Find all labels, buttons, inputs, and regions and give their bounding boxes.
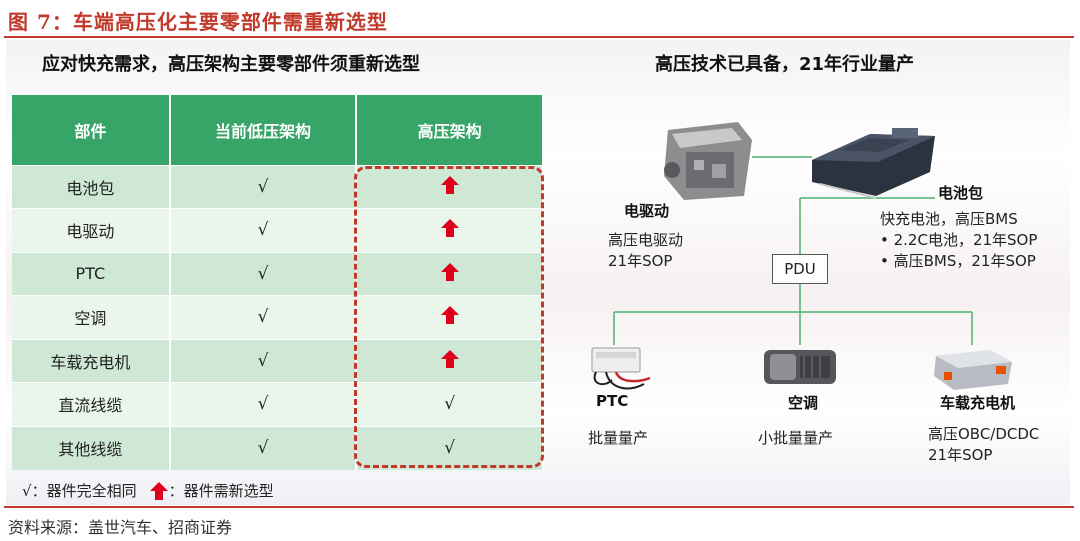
right-heading: 高压技术已具备，21年行业量产 [655, 54, 915, 75]
high-voltage-cell [356, 338, 544, 383]
legend: √ ：器件完全相同 ：器件需新选型 [22, 480, 274, 501]
table-row: 直流线缆√√ [12, 382, 544, 426]
obc-detail-line: 21年SOP [928, 446, 993, 464]
ac-details: 小批量量产 [758, 428, 833, 449]
low-voltage-cell: √ [169, 208, 358, 252]
part-name-cell: 其他线缆 [12, 425, 171, 470]
high-voltage-cell [356, 208, 544, 252]
connector-lines [613, 156, 973, 345]
part-name-cell: 空调 [12, 295, 171, 339]
table-header-row: 部件 当前低压架构 高压架构 [12, 95, 544, 165]
legend-check-symbol: √ [22, 481, 32, 500]
motor-detail-line: 高压电驱动 [608, 231, 684, 249]
low-voltage-cell: √ [169, 338, 358, 383]
up-arrow-icon [440, 262, 459, 281]
ptc-heater-image [591, 347, 651, 390]
table-row: 电池包√ [12, 164, 544, 209]
part-name-cell: PTC [12, 251, 171, 296]
parts-table: 部件 当前低压架构 高压架构 电池包√电驱动√PTC√空调√车载充电机√直流线缆… [12, 95, 544, 470]
high-voltage-cell: √ [356, 382, 544, 426]
low-voltage-cell: √ [169, 251, 358, 296]
bottom-rule [4, 506, 1074, 508]
high-voltage-cell: √ [356, 425, 544, 470]
up-arrow-icon [440, 349, 459, 368]
motor-label: 电驱动 [624, 202, 670, 220]
ac-detail-line: 小批量量产 [758, 429, 834, 447]
part-name-cell: 电驱动 [12, 208, 171, 252]
figure-title: 图 7：车端高压化主要零部件需重新选型 [8, 10, 388, 34]
up-arrow-icon [440, 175, 459, 194]
table-row: 空调√ [12, 295, 544, 339]
left-heading: 应对快充需求，高压架构主要零部件须重新选型 [42, 54, 420, 75]
up-arrow-icon [440, 306, 459, 325]
motor-details: 高压电驱动 21年SOP [608, 230, 683, 272]
table-row: 车载充电机√ [12, 338, 544, 383]
up-arrow-icon [149, 481, 168, 500]
ptc-details: 批量量产 [588, 428, 648, 449]
low-voltage-cell: √ [169, 295, 358, 339]
header-part: 部件 [12, 95, 171, 165]
low-voltage-cell: √ [169, 382, 358, 426]
ac-compressor-image [764, 350, 836, 384]
legend-arrow-text: ：器件需新选型 [168, 482, 274, 500]
electric-drive-image [664, 122, 752, 200]
battery-pack-image [812, 128, 935, 199]
obc-detail-line: 高压OBC/DCDC [928, 425, 1040, 443]
table-row: 电驱动√ [12, 208, 544, 252]
legend-check-text: ：器件完全相同 [31, 482, 137, 500]
battery-details: 快充电池，高压BMS • 2.2C电池，21年SOP • 高压BMS，21年SO… [880, 209, 1037, 272]
battery-detail-line: 快充电池，高压BMS [880, 210, 1018, 228]
part-name-cell: 直流线缆 [12, 382, 171, 426]
part-name-cell: 车载充电机 [12, 338, 171, 383]
onboard-charger-image [934, 350, 1012, 390]
low-voltage-cell: √ [169, 425, 358, 470]
motor-detail-line: 21年SOP [608, 252, 673, 270]
obc-label: 车载充电机 [940, 394, 1016, 412]
up-arrow-icon [440, 219, 459, 238]
header-high-voltage: 高压架构 [356, 95, 544, 165]
battery-label: 电池包 [938, 184, 984, 202]
ptc-detail-line: 批量量产 [588, 429, 649, 447]
battery-detail-line: • 高压BMS，21年SOP [880, 252, 1036, 270]
source-note: 资料来源：盖世汽车、招商证券 [8, 518, 233, 537]
low-voltage-cell: √ [169, 164, 358, 209]
battery-detail-line: • 2.2C电池，21年SOP [880, 231, 1038, 249]
ptc-label: PTC [596, 392, 629, 410]
high-voltage-cell [356, 251, 544, 296]
high-voltage-cell [356, 295, 544, 339]
ac-label: 空调 [788, 394, 819, 412]
part-name-cell: 电池包 [12, 164, 171, 209]
top-rule [4, 36, 1074, 38]
table-row: PTC√ [12, 251, 544, 296]
pdu-box: PDU [772, 254, 828, 284]
header-low-voltage: 当前低压架构 [169, 95, 358, 165]
high-voltage-cell [356, 164, 544, 209]
obc-details: 高压OBC/DCDC 21年SOP [928, 424, 1039, 466]
table-row: 其他线缆√√ [12, 425, 544, 470]
